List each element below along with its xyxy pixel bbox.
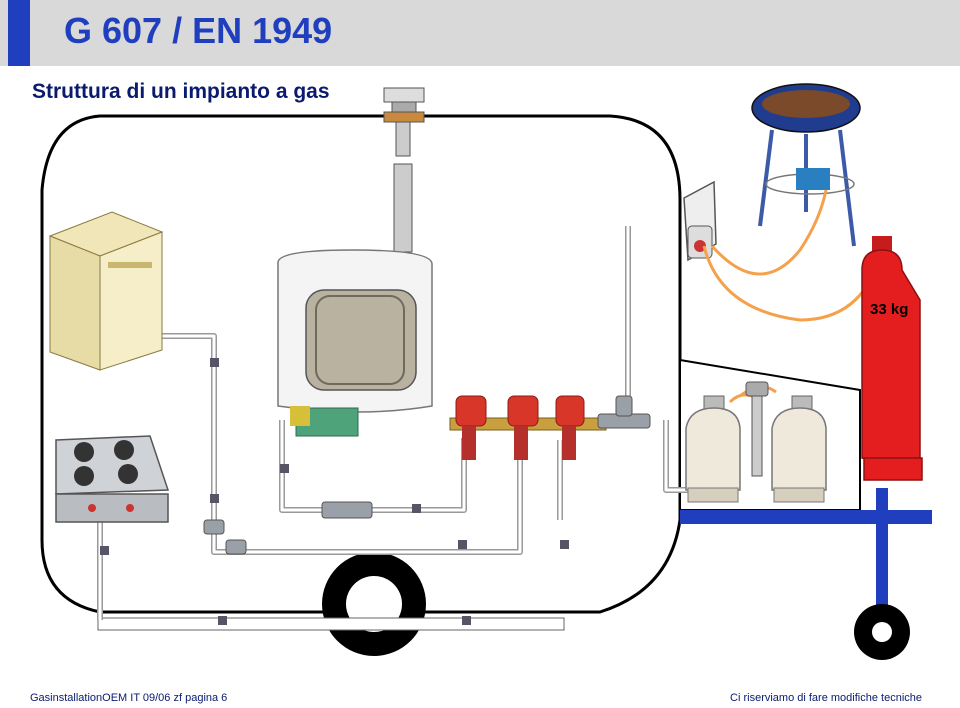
- header-bar: [0, 0, 960, 66]
- valve-tap-icon: [507, 395, 539, 460]
- regulator-icon: [745, 381, 769, 477]
- external-socket-icon: [683, 180, 717, 262]
- header-accent: [8, 0, 30, 66]
- gas-cylinder-red: 33 kg: [861, 236, 923, 481]
- chassis-drawbar: [680, 488, 932, 660]
- page-title: G 607 / EN 1949: [64, 10, 333, 51]
- footer-left: GasinstallationOEM IT 09/06 zf pagina 6: [30, 692, 228, 704]
- flue-icon: [383, 87, 425, 253]
- wheel-icon: [322, 552, 426, 656]
- gas-cylinder-grey: [685, 395, 741, 503]
- caravan-outline: [40, 114, 682, 614]
- bbq-grill-icon: [751, 83, 861, 247]
- heater-icon: [277, 249, 433, 437]
- floor-strip: [97, 617, 565, 631]
- cooker-icon: [55, 435, 170, 523]
- valve-tap-icon: [555, 395, 585, 460]
- fridge-icon: [48, 211, 164, 371]
- gas-cylinder-grey: [771, 395, 827, 503]
- valve-tap-icon: [455, 395, 487, 460]
- pipe-fittings: [203, 395, 651, 555]
- pipe-clips: [100, 358, 569, 625]
- footer-right: Ci riserviamo di fare modifiche tecniche: [730, 692, 922, 704]
- cylinder-weight-label: 33 kg: [870, 301, 908, 318]
- valve-manifold: [449, 395, 607, 460]
- page-subtitle: Struttura di un impianto a gas: [32, 80, 330, 103]
